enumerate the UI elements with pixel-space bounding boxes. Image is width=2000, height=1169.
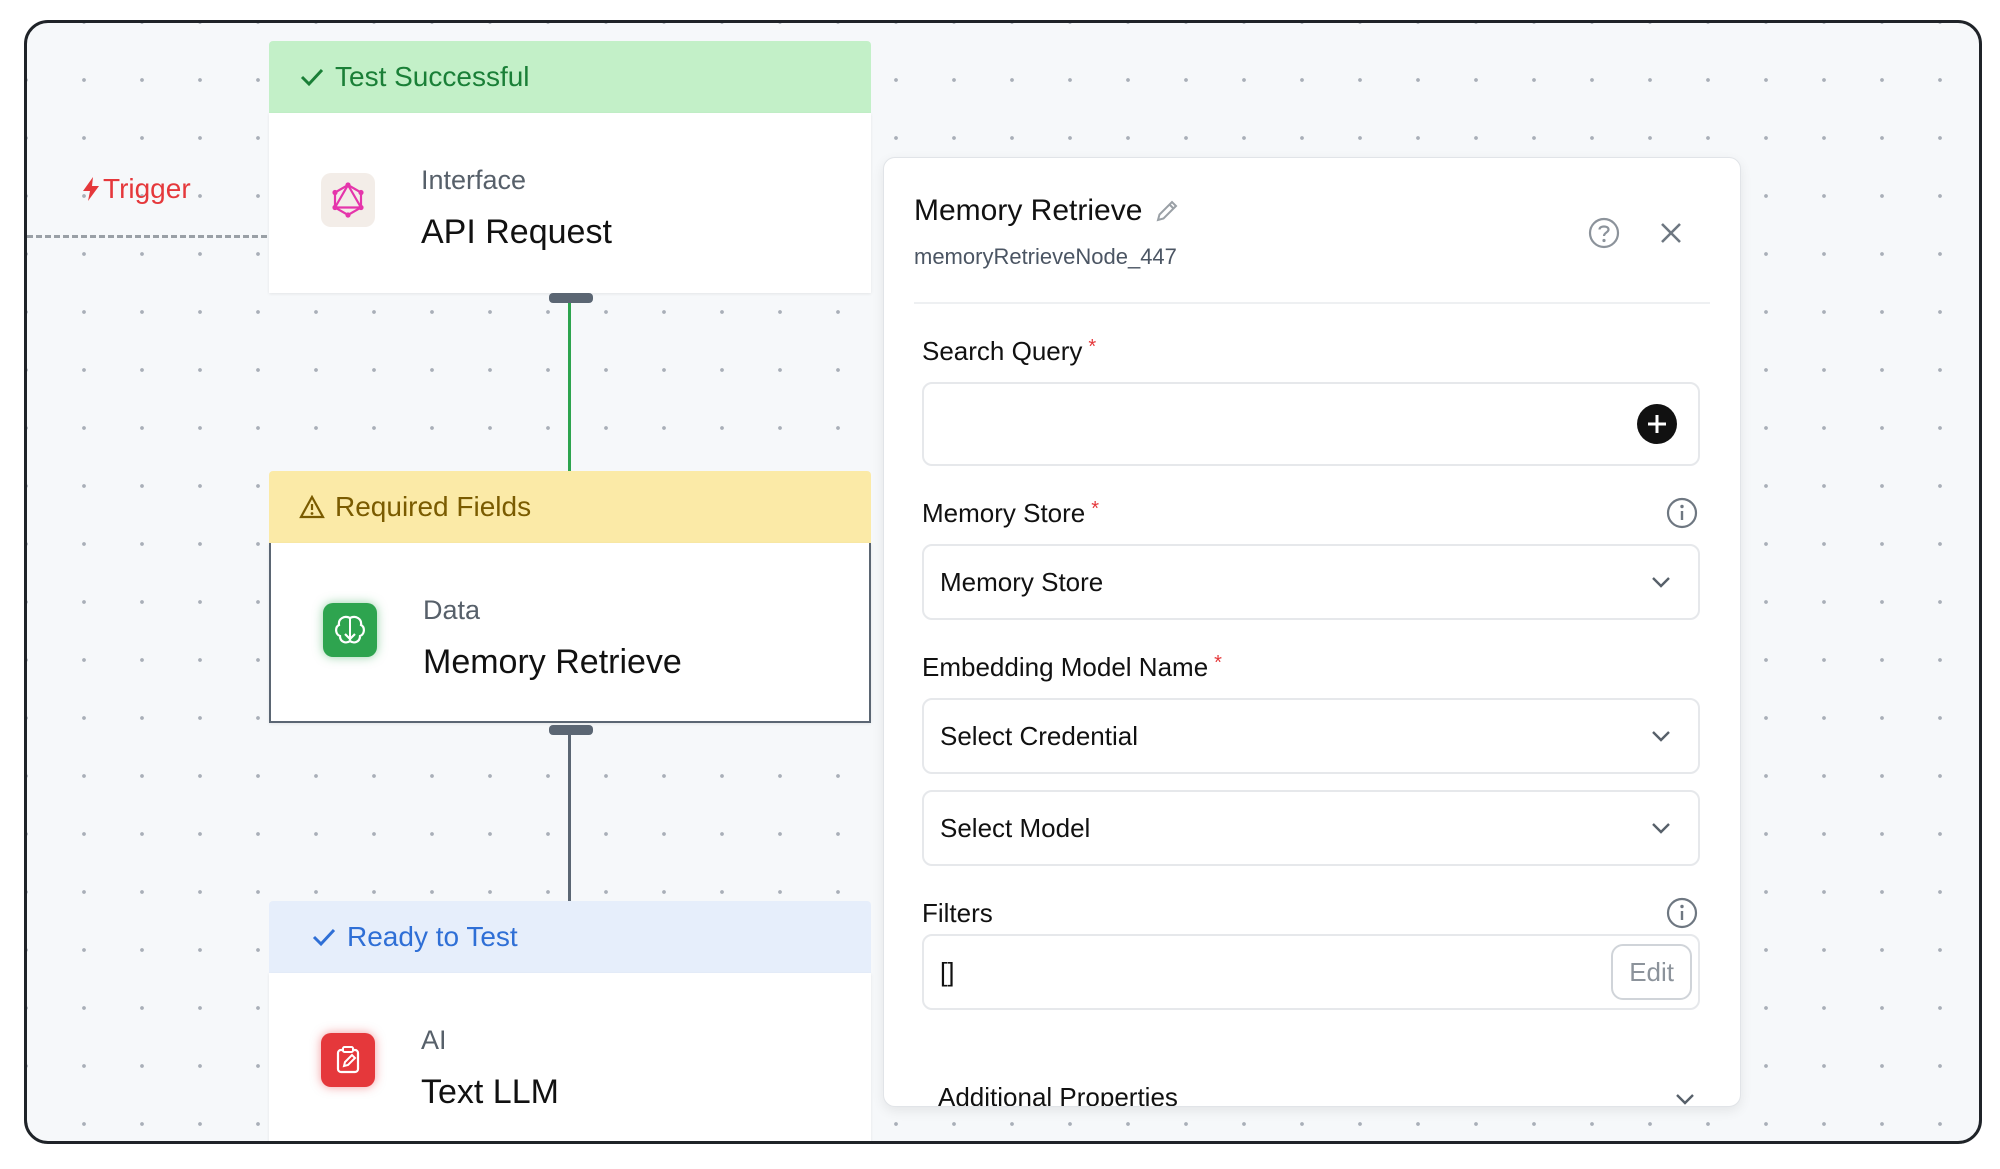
additional-properties-toggle[interactable]: Additional Properties <box>938 1082 1178 1107</box>
workflow-canvas[interactable]: Trigger Test Successful Interface API Re… <box>24 20 1982 1144</box>
node-status-ready: Ready to Test <box>269 901 871 973</box>
node-status-warning: Required Fields <box>269 471 871 543</box>
credential-select[interactable]: Select Credential <box>922 698 1700 774</box>
filters-input[interactable]: [] Edit <box>922 934 1700 1010</box>
embedding-model-label: Embedding Model Name* <box>922 652 1222 683</box>
edge-success <box>568 303 571 483</box>
node-status-text: Ready to Test <box>347 921 518 952</box>
warning-icon <box>299 495 325 519</box>
panel-divider <box>914 302 1710 304</box>
info-icon[interactable] <box>1665 896 1699 930</box>
panel-title: Memory Retrieve <box>914 194 1180 228</box>
panel-node-id: memoryRetrieveNode_447 <box>914 244 1177 269</box>
node-category: Data <box>423 595 481 625</box>
node-api-request[interactable]: Test Successful Interface API Request <box>269 41 871 293</box>
trigger-text: Trigger <box>103 173 191 204</box>
required-marker: * <box>1214 652 1222 674</box>
lightning-icon <box>83 177 99 201</box>
model-select[interactable]: Select Model <box>922 790 1700 866</box>
node-output-handle[interactable] <box>549 725 593 735</box>
pencil-icon[interactable] <box>1154 198 1180 224</box>
search-query-input[interactable] <box>922 382 1700 466</box>
help-icon[interactable] <box>1587 216 1621 250</box>
memory-store-value: Memory Store <box>940 566 1104 597</box>
field-label-text: Search Query <box>922 336 1083 366</box>
chevron-down-icon <box>1652 577 1670 588</box>
memory-store-select[interactable]: Memory Store <box>922 544 1700 620</box>
node-title: Memory Retrieve <box>423 643 682 681</box>
node-output-handle[interactable] <box>549 293 593 303</box>
credential-value: Select Credential <box>940 720 1138 751</box>
chevron-down-icon <box>1676 1094 1694 1105</box>
node-card[interactable]: AI Text LLM <box>269 973 871 1141</box>
panel-title-text: Memory Retrieve <box>914 194 1143 227</box>
filters-value: [] <box>940 956 955 987</box>
node-status-text: Required Fields <box>335 491 532 522</box>
brain-icon <box>323 603 377 657</box>
node-category: Interface <box>421 165 527 195</box>
node-title: API Request <box>421 213 612 251</box>
chevron-down-icon <box>1652 731 1670 742</box>
add-circle-icon[interactable] <box>1636 403 1678 445</box>
node-status-text: Test Successful <box>335 61 530 92</box>
node-config-panel: Memory Retrieve memoryRetrieveNode_447 S… <box>883 157 1741 1107</box>
node-title: Text LLM <box>421 1073 559 1111</box>
info-icon[interactable] <box>1665 496 1699 530</box>
edit-filters-button[interactable]: Edit <box>1611 944 1692 1000</box>
memory-store-label: Memory Store* <box>922 498 1099 529</box>
required-marker: * <box>1088 336 1097 358</box>
edge <box>568 735 571 915</box>
model-value: Select Model <box>940 812 1091 843</box>
node-card-selected[interactable]: Data Memory Retrieve <box>269 543 871 723</box>
node-text-llm[interactable]: Ready to Test AI Text LLM <box>269 901 871 1141</box>
clipboard-edit-icon <box>321 1033 375 1087</box>
node-category: AI <box>421 1025 447 1055</box>
node-card[interactable]: Interface API Request <box>269 113 871 293</box>
check-icon <box>312 928 336 947</box>
field-label-text: Memory Store <box>922 498 1086 528</box>
chevron-down-icon <box>1652 823 1670 834</box>
filters-label: Filters <box>922 898 993 928</box>
node-status-success: Test Successful <box>269 41 871 113</box>
trigger-label: Trigger <box>81 173 191 205</box>
close-icon[interactable] <box>1654 216 1688 250</box>
field-label-text: Embedding Model Name <box>922 652 1209 682</box>
search-query-label: Search Query* <box>922 336 1096 367</box>
check-icon <box>300 68 324 87</box>
graphql-icon <box>321 173 375 227</box>
required-marker: * <box>1091 498 1100 520</box>
node-memory-retrieve[interactable]: Required Fields Data Memory Retrieve <box>269 471 871 723</box>
trigger-edge <box>27 235 267 238</box>
